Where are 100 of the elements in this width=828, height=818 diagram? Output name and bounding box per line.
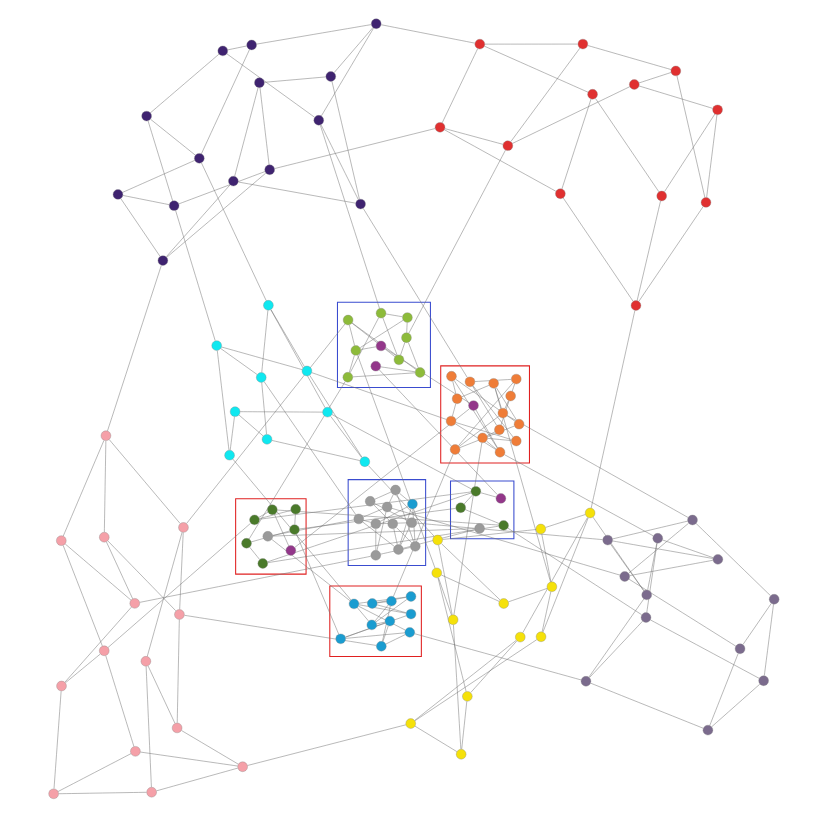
connector — [438, 577, 452, 616]
connector — [522, 517, 588, 633]
node-circle — [230, 406, 241, 417]
node-circle — [546, 581, 557, 592]
connector — [506, 415, 689, 518]
connector — [628, 579, 736, 647]
connector — [374, 604, 389, 622]
node-circle — [495, 493, 506, 504]
connector — [636, 200, 661, 301]
node-circle — [56, 680, 67, 692]
node-circle — [325, 71, 336, 82]
connector — [107, 523, 251, 648]
connector — [412, 509, 416, 542]
cluster — [336, 301, 431, 388]
node-circle — [414, 367, 426, 378]
node-circle — [174, 609, 185, 620]
node-circle — [445, 415, 457, 427]
connector — [393, 528, 398, 545]
connector — [58, 792, 147, 794]
connector — [441, 48, 478, 124]
node-circle — [535, 523, 546, 535]
cluster — [440, 365, 530, 464]
connector — [333, 27, 374, 73]
connector — [441, 574, 500, 602]
connector — [360, 320, 404, 348]
node-circle — [56, 535, 67, 546]
connector — [588, 598, 644, 678]
connector — [363, 520, 372, 523]
connector — [382, 317, 398, 356]
node-circle — [99, 645, 110, 656]
node-circle — [702, 725, 714, 736]
connector — [595, 98, 660, 193]
connector — [107, 540, 177, 612]
node-circle — [712, 104, 723, 115]
connector — [676, 75, 706, 198]
connector — [358, 605, 406, 631]
node-circle — [630, 300, 642, 311]
node-circle — [474, 39, 485, 50]
node-circle — [257, 558, 268, 569]
connector — [179, 532, 184, 610]
node-circle — [290, 504, 301, 515]
connector — [331, 81, 360, 200]
node-circle — [237, 761, 248, 772]
node-circle — [348, 598, 360, 609]
connector — [406, 322, 408, 333]
node-circle — [401, 332, 412, 343]
connector — [437, 577, 467, 692]
node-circle — [514, 419, 525, 430]
connector — [474, 379, 512, 382]
connector — [638, 206, 704, 302]
node-circle — [393, 544, 404, 555]
connector — [376, 621, 386, 625]
node-circle — [285, 545, 296, 556]
connector — [385, 313, 403, 317]
connector — [271, 539, 351, 602]
node-circle — [404, 627, 415, 638]
node-circle — [100, 430, 112, 441]
connector — [186, 323, 346, 524]
connector — [610, 543, 644, 591]
connector — [496, 387, 517, 421]
connector — [399, 493, 409, 502]
connector — [504, 454, 654, 537]
connector — [294, 513, 296, 525]
node-circle — [494, 447, 506, 458]
node-circle — [228, 176, 239, 187]
node-circle — [629, 79, 640, 90]
connector — [459, 425, 515, 448]
node-circle — [511, 373, 522, 385]
connector — [229, 416, 235, 451]
node-circle — [515, 632, 526, 643]
node-circle — [656, 190, 667, 202]
node-circle — [370, 550, 381, 561]
connector — [706, 114, 718, 198]
node-circle — [488, 378, 499, 389]
node-circle — [402, 312, 413, 323]
connector — [416, 522, 603, 540]
connector — [150, 53, 220, 114]
node-circle — [129, 598, 140, 609]
node-circle — [470, 486, 481, 497]
node-circle — [448, 614, 459, 625]
node-circle — [267, 504, 278, 515]
connector — [239, 411, 323, 413]
connector — [175, 210, 216, 341]
connector — [508, 588, 548, 603]
node-circle — [375, 308, 387, 319]
connector — [380, 547, 411, 555]
node-circle — [456, 749, 467, 760]
connector — [487, 438, 512, 441]
connector — [238, 181, 356, 204]
node-circle — [359, 456, 370, 467]
connector — [234, 87, 259, 177]
node-circle — [450, 444, 461, 455]
node-circle — [652, 533, 663, 544]
connector — [452, 381, 457, 395]
connector — [345, 615, 407, 638]
node-circle — [494, 424, 505, 435]
connector — [472, 385, 514, 438]
connector — [380, 366, 416, 373]
connector — [414, 633, 582, 681]
node-circle — [585, 507, 596, 519]
